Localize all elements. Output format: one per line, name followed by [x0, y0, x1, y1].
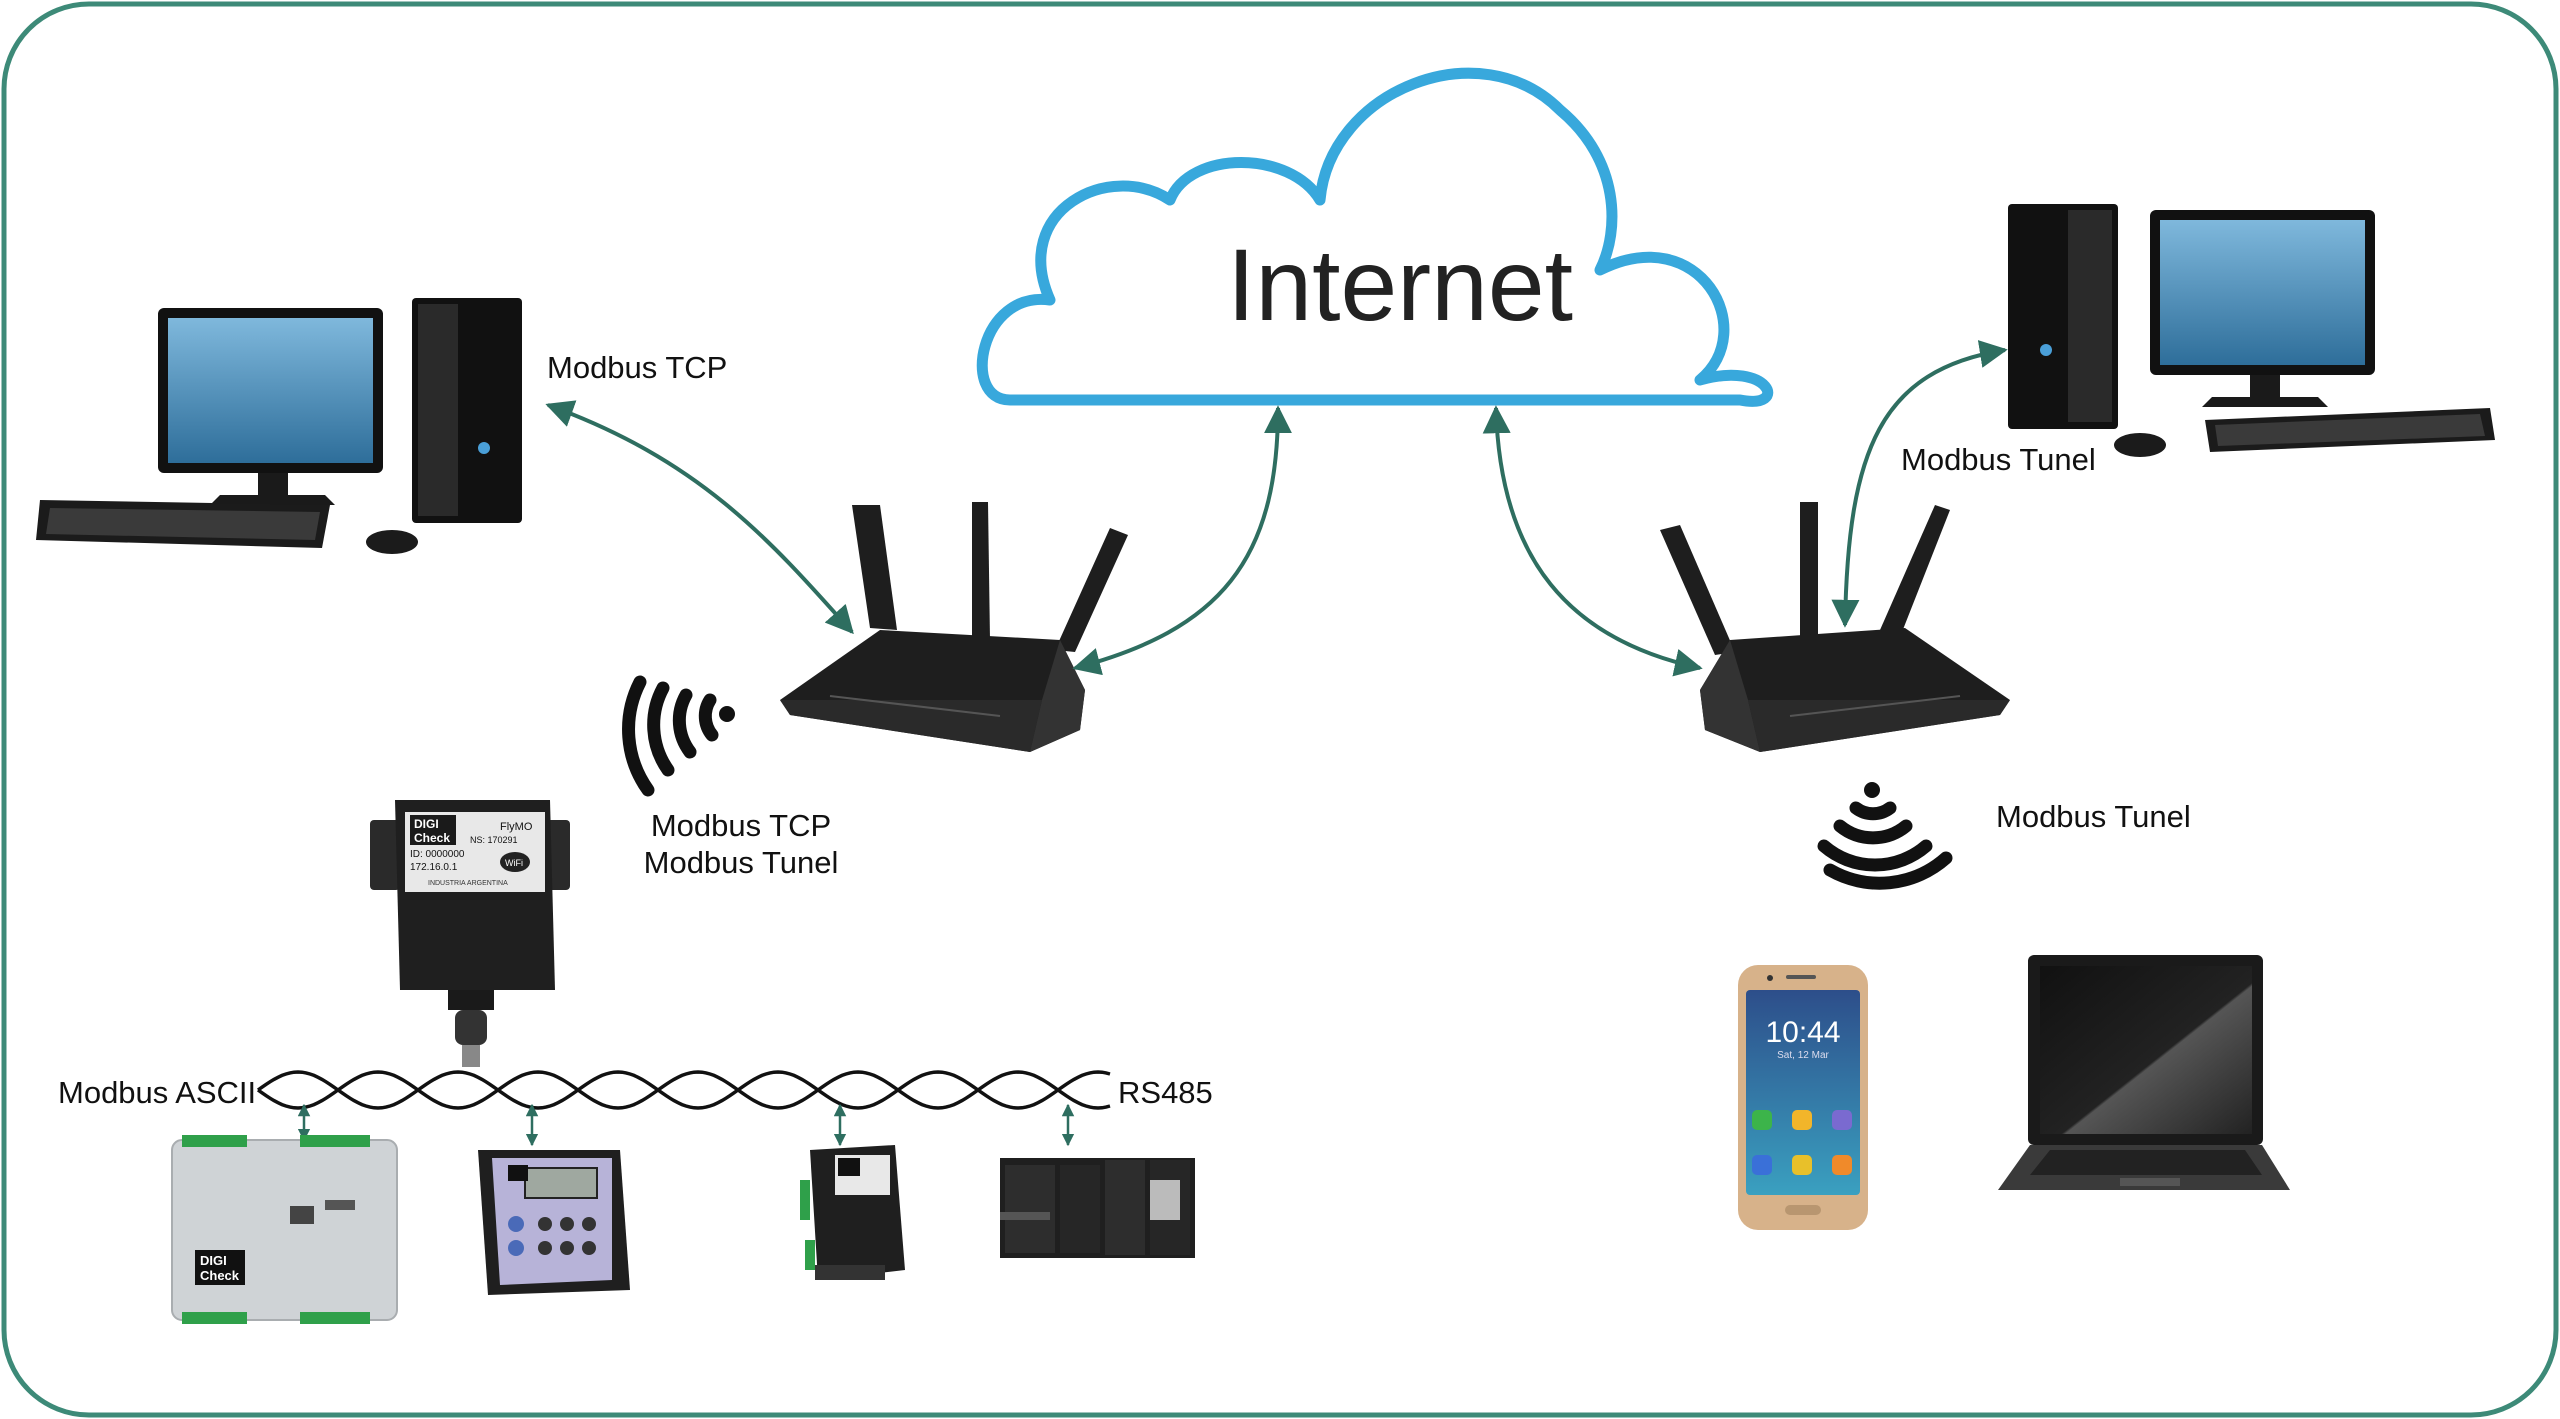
gateway-brand-line2: Check [414, 831, 450, 845]
controller-icon [478, 1150, 630, 1295]
gateway-brand-line1: DIGI [414, 817, 439, 831]
din-module-icon [800, 1145, 905, 1280]
phone-date: Sat, 12 Mar [1777, 1050, 1829, 1061]
gateway-footer: INDUSTRIA ARGENTINA [428, 880, 508, 887]
connection-arrows [545, 340, 2008, 677]
desktop-pc-icon [36, 298, 522, 554]
cloud-label: Internet [1227, 228, 1573, 342]
label-wifi-right: Modbus Tunel [1996, 799, 2191, 834]
gateway-module-icon: DIGI Check FlyMO NS: 170291 ID: 0000000 … [370, 800, 570, 1067]
io-brand-line2: Check [200, 1268, 240, 1283]
label-bus-left: Modbus ASCII [58, 1075, 256, 1110]
arrow-router-right-pc [1831, 340, 2008, 628]
gateway-id: ID: 0000000 [410, 849, 465, 860]
io-module-icon: DIGI Check [171, 1135, 398, 1324]
laptop-icon [1998, 955, 2290, 1190]
desktop-pc-icon [2008, 204, 2495, 457]
arrow-pc-left-router [545, 400, 854, 635]
gateway-ip: 172.16.0.1 [410, 862, 458, 873]
label-modbus-tunel-right-top: Modbus Tunel [1901, 442, 2096, 477]
internet-cloud: Internet [976, 67, 1774, 407]
smartphone-icon: 10:44 Sat, 12 Mar [1738, 965, 1868, 1230]
bus-taps [297, 1103, 1075, 1147]
rs485-twisted-pair [256, 1070, 1111, 1110]
gateway-wifi-badge: WiFi [505, 858, 523, 868]
wifi-icon [1817, 782, 1953, 890]
gateway-model: FlyMO [500, 821, 533, 833]
plc-icon [1000, 1158, 1195, 1258]
arrow-router-left-internet [1072, 405, 1292, 676]
gateway-serial: NS: 170291 [470, 835, 518, 845]
label-modbus-tcp-left: Modbus TCP [547, 350, 727, 385]
arrow-internet-router-right [1482, 405, 1703, 677]
label-wifi-left-line1: Modbus TCP [651, 808, 831, 843]
wifi-icon [622, 675, 735, 797]
phone-time: 10:44 [1765, 1016, 1840, 1049]
io-brand-line1: DIGI [200, 1253, 227, 1268]
label-wifi-left-line2: Modbus Tunel [644, 845, 839, 880]
label-bus-right: RS485 [1118, 1075, 1213, 1110]
